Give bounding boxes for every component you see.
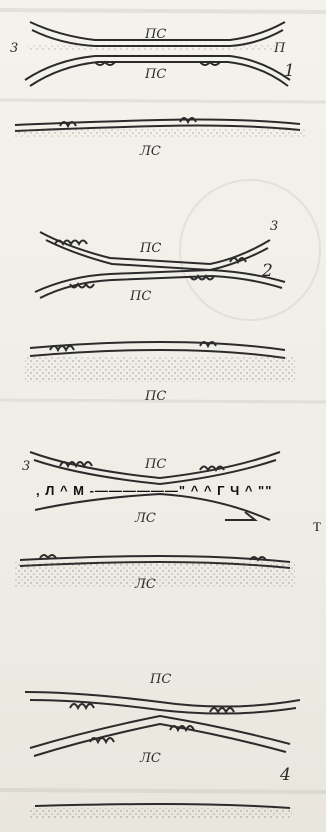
- panel-3-label-ps: ПС: [144, 457, 166, 472]
- panel-2-label-ps-3: ПС: [144, 389, 166, 404]
- panel-1-label-ps-1: ПС: [144, 27, 166, 42]
- panel-3-label-ls-2: ЛС: [134, 577, 156, 592]
- panel-4-label-ps: ПС: [149, 672, 171, 687]
- ocr-artifact-line: , Л ^ М -——————" ^ ^ Г Ч ^ "": [36, 483, 276, 498]
- panel-4-number: 4: [279, 765, 291, 785]
- panel-1-side-label-right: П: [273, 41, 286, 56]
- panel-3-label-ls-1: ЛС: [134, 511, 156, 526]
- panel-2-label-ps-2: ПС: [129, 289, 151, 304]
- ocr-artifact-t: Т: [313, 519, 321, 535]
- panel-4: [25, 692, 300, 818]
- panel-1-label-ls: ЛС: [139, 144, 161, 159]
- panel-2-side-label: 3: [270, 219, 278, 234]
- panel-3-side-label: 3: [22, 459, 30, 474]
- panel-2-label-ps-1: ПС: [139, 241, 161, 256]
- panel-1-label-ps-2: ПС: [144, 67, 166, 82]
- panel-2-number: 2: [261, 261, 273, 281]
- panel-1-number: 1: [284, 61, 295, 81]
- panel-4-label-ls: ЛС: [139, 751, 161, 766]
- panel-1-side-label-left: 3: [10, 41, 18, 56]
